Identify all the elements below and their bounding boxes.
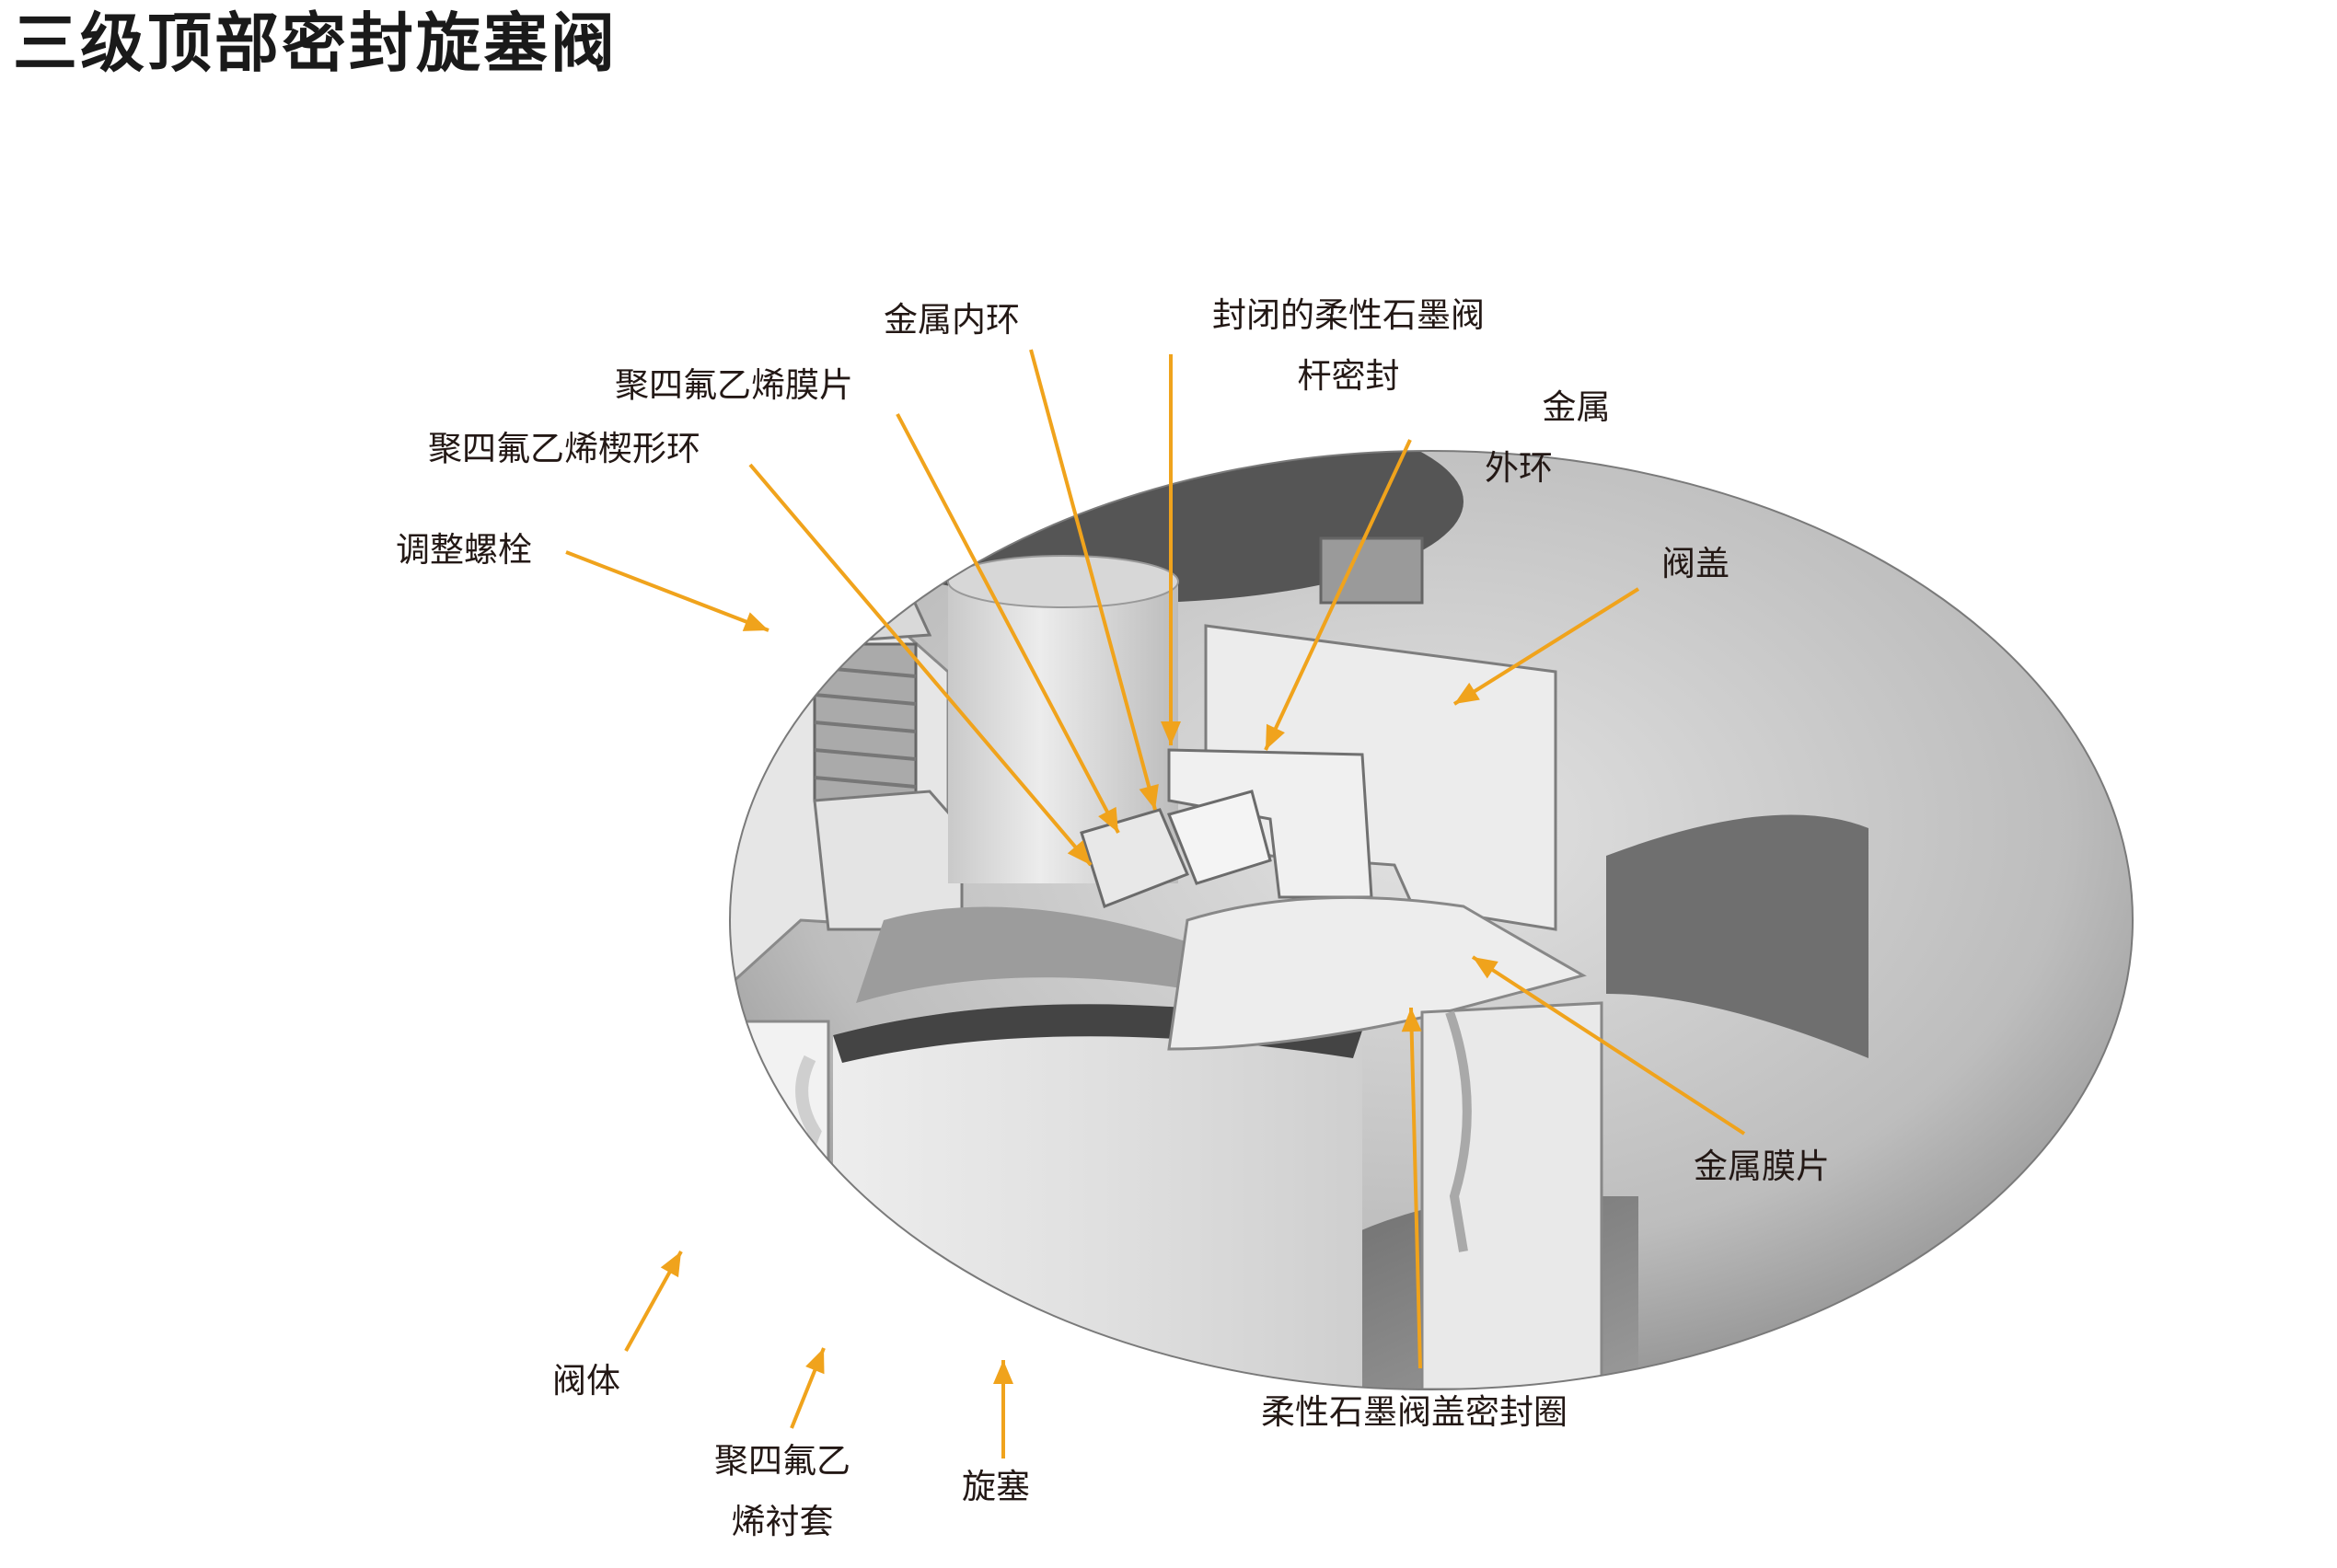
leader-ptfe-sleeve-arrowhead [805, 1348, 824, 1374]
label-ptfe-diaphragm: 聚四氟乙烯膜片 [615, 355, 853, 416]
label-adjusting-bolt: 调整螺栓 [396, 520, 532, 581]
gland [815, 791, 962, 929]
label-bonnet: 阀盖 [1661, 534, 1730, 594]
plug [833, 1004, 1362, 1399]
label-metal-diaphragm: 金属膜片 [1694, 1136, 1830, 1197]
valve-illustration [387, 400, 2133, 1408]
leader-adjusting-bolt-arrowhead [743, 612, 769, 631]
left-flange [387, 707, 727, 975]
label-graphite-bonnet-gasket: 柔性石墨阀盖密封圈 [1261, 1382, 1568, 1443]
label-body: 阀体 [552, 1351, 620, 1412]
leader-adjusting-bolt [566, 552, 769, 630]
label-metal-inner-ring: 金属内环 [884, 290, 1020, 351]
leader-plug-arrowhead [993, 1360, 1013, 1384]
right-stud [1321, 538, 1422, 603]
label-ptfe-sleeve: 聚四氟乙 烯衬套 [700, 1431, 865, 1552]
right-body-section [1422, 1003, 1602, 1389]
label-plug: 旋塞 [962, 1457, 1030, 1517]
label-ptfe-wedge-ring: 聚四氟乙烯楔形环 [428, 419, 700, 479]
label-metal-outer-ring: 金属 外环 [1445, 377, 1629, 499]
